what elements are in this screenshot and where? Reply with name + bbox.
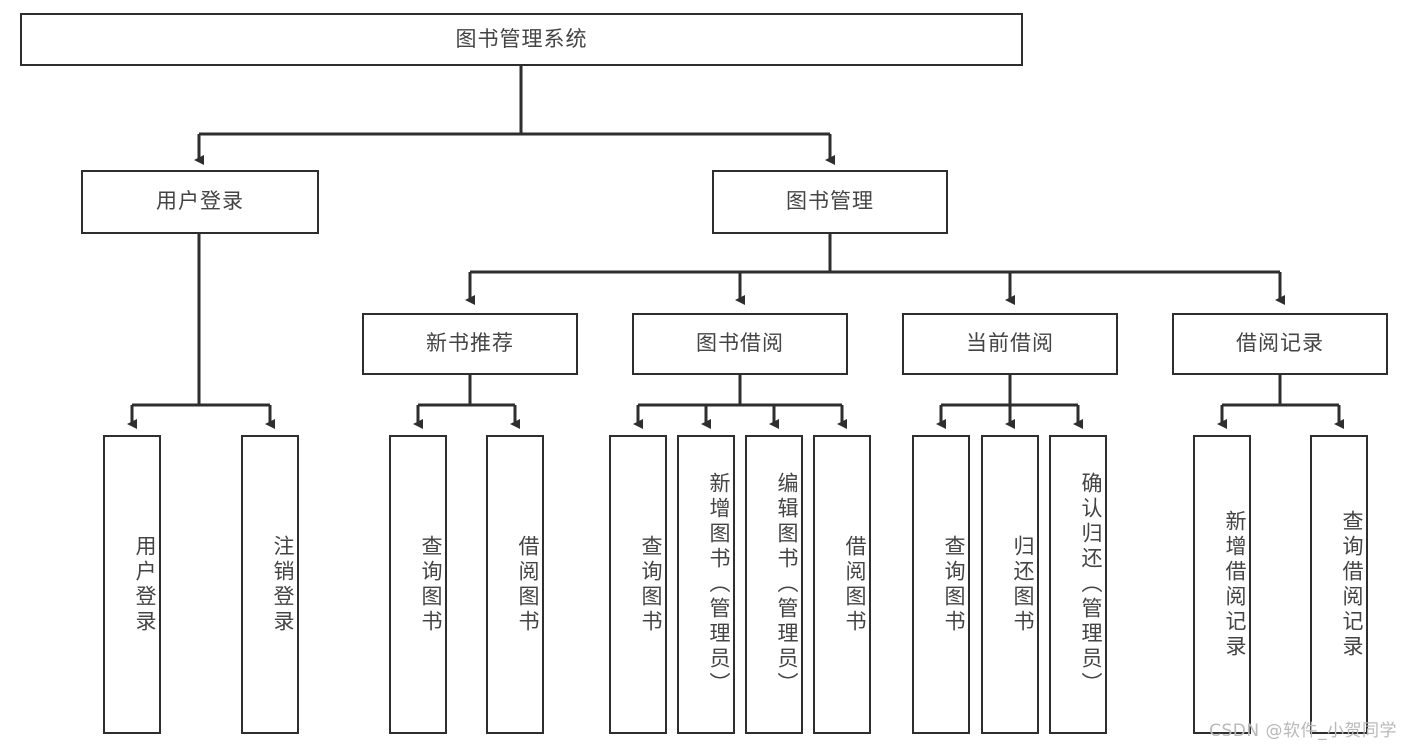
node-user-login[interactable]: 用户登录: [81, 170, 319, 234]
watermark-text: CSDN @软件_小贺同学: [1209, 721, 1397, 741]
node-borrow-record[interactable]: 借阅记录: [1172, 313, 1388, 375]
leaf-current-borrow-return[interactable]: 归还图书: [981, 435, 1039, 734]
leaf-borrow-record-query[interactable]: 查询借阅记录: [1310, 435, 1368, 734]
node-root-system[interactable]: 图书管理系统: [20, 13, 1023, 66]
leaf-book-borrow-lend[interactable]: 借阅图书: [813, 435, 871, 734]
leaf-book-borrow-add[interactable]: 新增图书（管理员）: [677, 435, 735, 734]
leaf-book-borrow-edit[interactable]: 编辑图书（管理员）: [745, 435, 803, 734]
node-book-management[interactable]: 图书管理: [712, 170, 948, 234]
leaf-book-borrow-query[interactable]: 查询图书: [609, 435, 667, 734]
node-book-borrow[interactable]: 图书借阅: [632, 313, 848, 375]
leaf-user-login-signout[interactable]: 注销登录: [241, 435, 299, 734]
leaf-current-borrow-confirm[interactable]: 确认归还（管理员）: [1049, 435, 1107, 734]
leaf-new-book-query[interactable]: 查询图书: [389, 435, 447, 734]
leaf-new-book-borrow[interactable]: 借阅图书: [486, 435, 544, 734]
node-new-book-recommend[interactable]: 新书推荐: [362, 313, 578, 375]
leaf-borrow-record-add[interactable]: 新增借阅记录: [1193, 435, 1251, 734]
leaf-user-login-signin[interactable]: 用户登录: [103, 435, 161, 734]
node-current-borrow[interactable]: 当前借阅: [902, 313, 1118, 375]
leaf-current-borrow-query[interactable]: 查询图书: [912, 435, 970, 734]
